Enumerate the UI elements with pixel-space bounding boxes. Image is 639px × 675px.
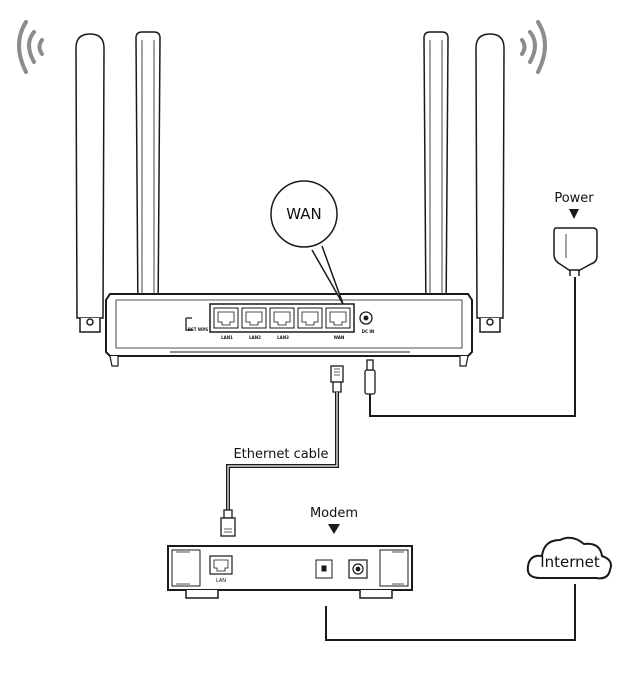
dc-plug (364, 359, 376, 395)
antenna-outer-right (475, 33, 505, 333)
power-adapter (553, 227, 598, 276)
antenna-inner-right (421, 31, 451, 333)
router-port-label-rst-wps: RST WPS (188, 327, 208, 332)
internet-cloud-icon (526, 536, 612, 580)
internet-label: Internet (540, 553, 600, 571)
modem-lan-port (209, 555, 233, 575)
modem-power-switch (315, 559, 333, 579)
modem-arrow-icon (328, 524, 340, 534)
power-label: Power (554, 191, 594, 206)
modem-body (167, 545, 413, 599)
antenna-inner-left (133, 31, 163, 333)
modem-dc-jack (348, 559, 368, 579)
power-arrow-icon (569, 209, 579, 219)
ethernet-cable-label: Ethernet cable (233, 447, 328, 462)
modem-lan-port-label: LAN (216, 578, 226, 584)
router-port-label-lan3: LAN3 (277, 335, 289, 340)
wan-callout-bubble (270, 180, 344, 305)
modem-label: Modem (310, 506, 358, 521)
wifi-waves-right-icon (520, 20, 547, 74)
router-port-label-wan: WAN (334, 335, 345, 340)
ethernet-plug-top (330, 365, 344, 393)
power-cable (369, 277, 576, 417)
router-lan-port-4 (297, 307, 323, 329)
router-port-label-lan1: LAN1 (221, 335, 233, 340)
internet-line (325, 584, 576, 641)
router-lan-port-2 (241, 307, 267, 329)
router-port-panel (209, 303, 373, 333)
router-port-label-dc-in: DC IN (362, 329, 374, 334)
router-lan-port-1 (213, 307, 239, 329)
ethernet-plug-bottom (220, 509, 236, 537)
router-wan-port (325, 307, 351, 329)
router-lan-port-3 (269, 307, 295, 329)
antenna-outer-left (75, 33, 105, 333)
wan-callout-label: WAN (286, 205, 322, 223)
router-port-label-lan2: LAN2 (249, 335, 261, 340)
router-dc-jack (359, 311, 373, 325)
wifi-waves-left-icon (17, 20, 44, 74)
